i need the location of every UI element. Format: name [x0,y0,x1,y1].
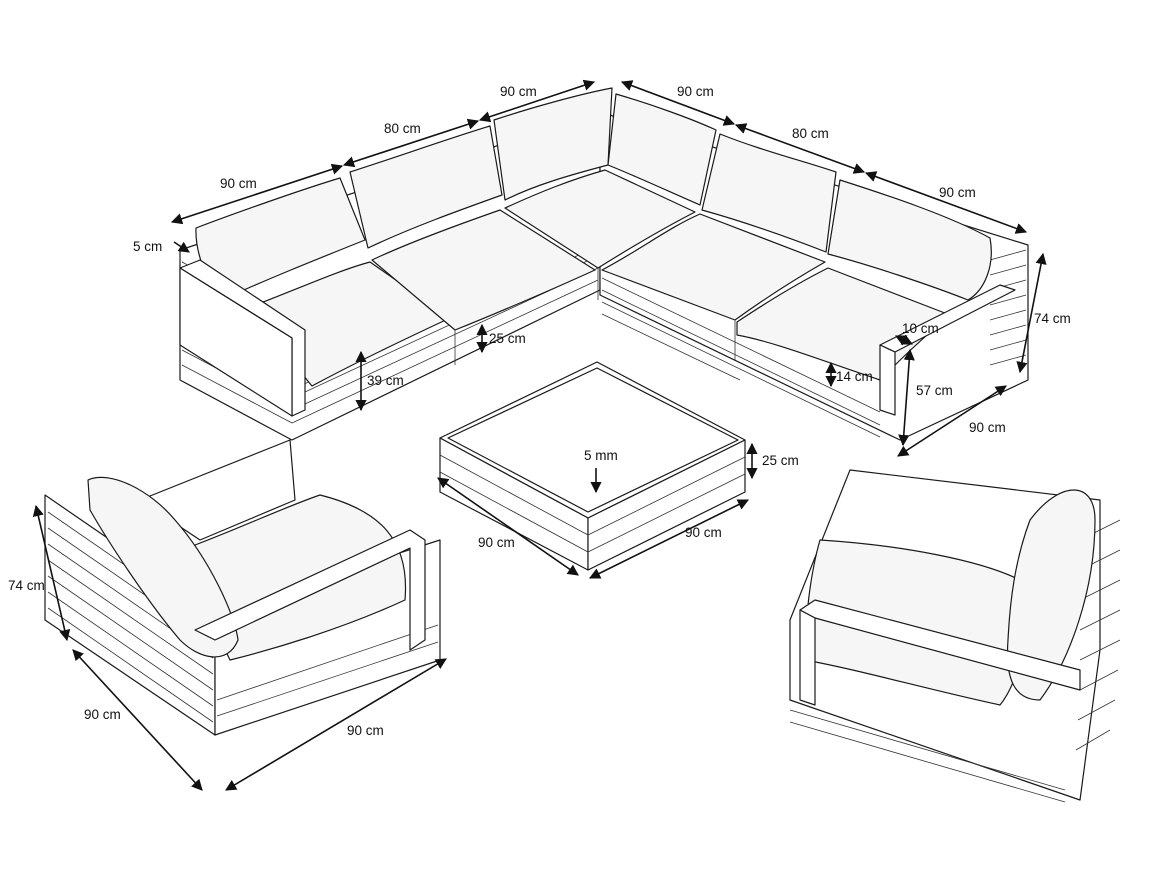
label-chairL-depth-90: 90 cm [84,707,121,722]
dim-line-top-90-mid-left [478,79,596,123]
dim-line-sofa-height-74 [1016,252,1047,374]
sofa-right-armrest [879,284,1016,416]
label-sofa-depth-90: 90 cm [969,420,1006,435]
dim-line-table-right-90 [588,499,750,579]
label-chairL-height-74: 74 cm [8,578,45,593]
label-sofa-height-74: 74 cm [1034,311,1071,326]
dimension-lines [32,79,1047,791]
dim-line-chairL-height-74 [32,504,71,642]
label-chairL-width-90: 90 cm [347,723,384,738]
dim-line-table-left-90 [437,477,579,576]
armchair-right [789,469,1121,803]
label-table-right-90: 90 cm [685,525,722,540]
label-top-80-left: 80 cm [384,121,421,136]
dim-line-chairL-width-90 [225,658,447,791]
dim-line-top-90-mid-right [620,80,736,126]
dim-line-chairL-depth-90 [72,649,203,791]
label-table-height-25: 25 cm [762,453,799,468]
label-table-glass-5mm: 5 mm [584,448,618,463]
dim-line-slat-5 [173,241,190,253]
label-slat-5: 5 cm [133,239,162,254]
dim-line-sofa-depth-90 [897,385,1007,457]
dim-line-top-80-right [734,123,866,174]
label-top-left-90: 90 cm [220,176,257,191]
label-armrest-10: 10 cm [902,321,939,336]
dimension-labels: 90 cm 80 cm 90 cm 90 cm 80 cm 90 cm 5 cm… [8,84,1071,738]
label-top-90-mid-left: 90 cm [500,84,537,99]
dim-line-top-right-90 [864,171,1028,234]
label-cushion-25: 25 cm [489,331,526,346]
sofa-left-armrest [179,259,306,417]
dim-line-top-left-90 [170,163,344,225]
label-top-80-right: 80 cm [792,126,829,141]
armchair-left [44,439,441,736]
label-seat-39: 39 cm [367,373,404,388]
dim-line-armrest-10 [894,334,914,346]
sofa-seat-cushions [257,169,951,387]
label-top-90-mid-right: 90 cm [677,84,714,99]
label-top-right-90: 90 cm [939,185,976,200]
label-arm-57: 57 cm [916,383,953,398]
label-cushion-14: 14 cm [836,369,873,384]
label-table-left-90: 90 cm [478,535,515,550]
dim-line-top-80-left [342,118,480,168]
